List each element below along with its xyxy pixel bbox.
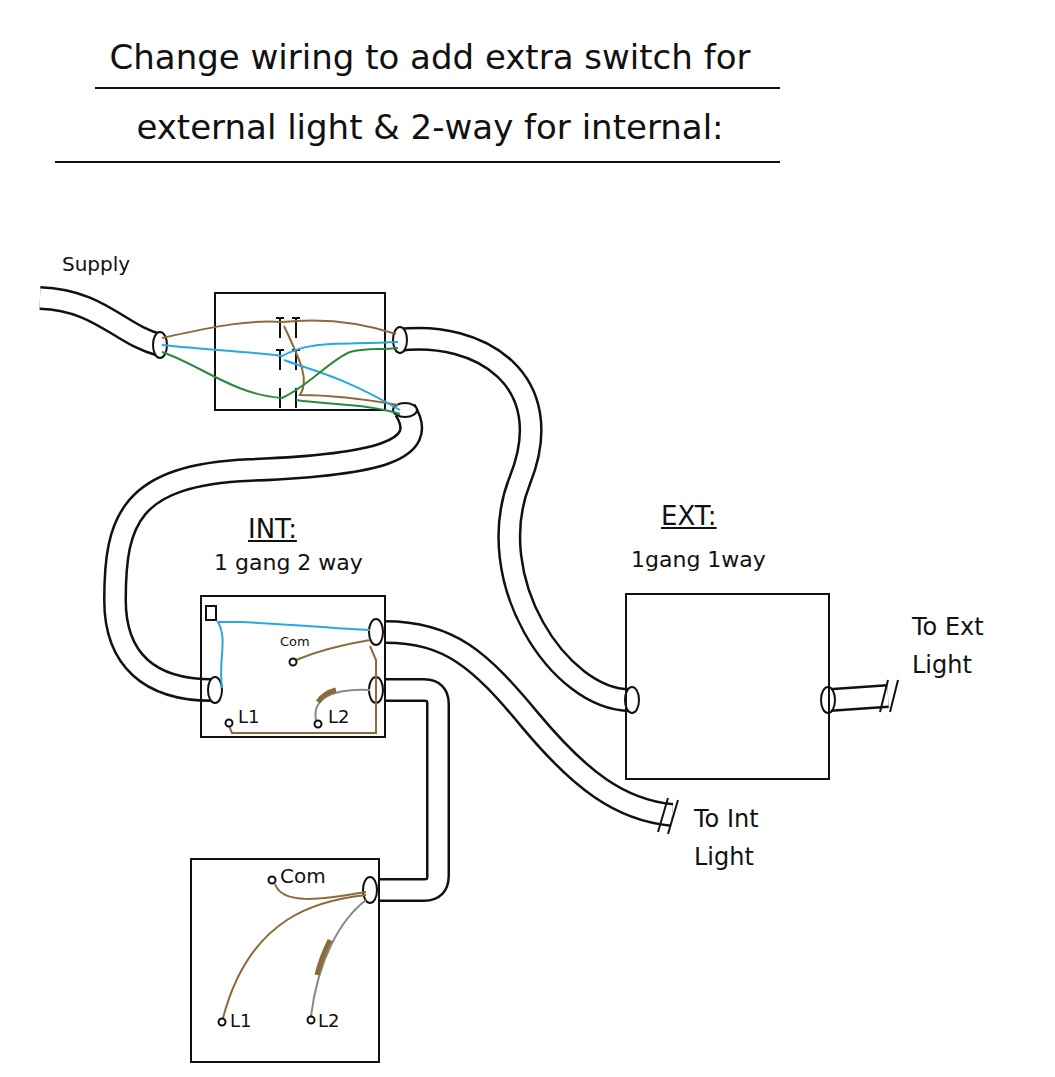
diagram-title: Change wiring to add extra switch for ex… (60, 22, 800, 162)
cable-connector (380, 690, 438, 890)
box-text: L1 (238, 706, 259, 728)
switch-box-int: INT: 1 gang 2 wayComL1 L2 (200, 510, 386, 738)
note-label: Supply (62, 252, 130, 276)
note-label: To Int Light (694, 800, 784, 877)
box-outline (200, 595, 386, 738)
note-label: To Ext Light (912, 608, 986, 685)
switch-box-extra: ComL1 L2 (190, 858, 380, 1063)
box-text: 1gang 1way (631, 547, 766, 573)
box-outline (625, 593, 830, 780)
box-text: Com (280, 864, 326, 888)
box-text: INT: (248, 514, 297, 545)
box-text: L2 (318, 1010, 339, 1032)
switch-box-ext: EXT: 1gang 1way (625, 495, 830, 780)
box-text: L1 (230, 1010, 251, 1032)
box-text: L2 (328, 706, 349, 728)
box-text: Com (280, 634, 310, 650)
box-outline (190, 858, 380, 1063)
box-text: EXT: (661, 501, 717, 532)
box-text: 1 gang 2 way (214, 550, 363, 576)
